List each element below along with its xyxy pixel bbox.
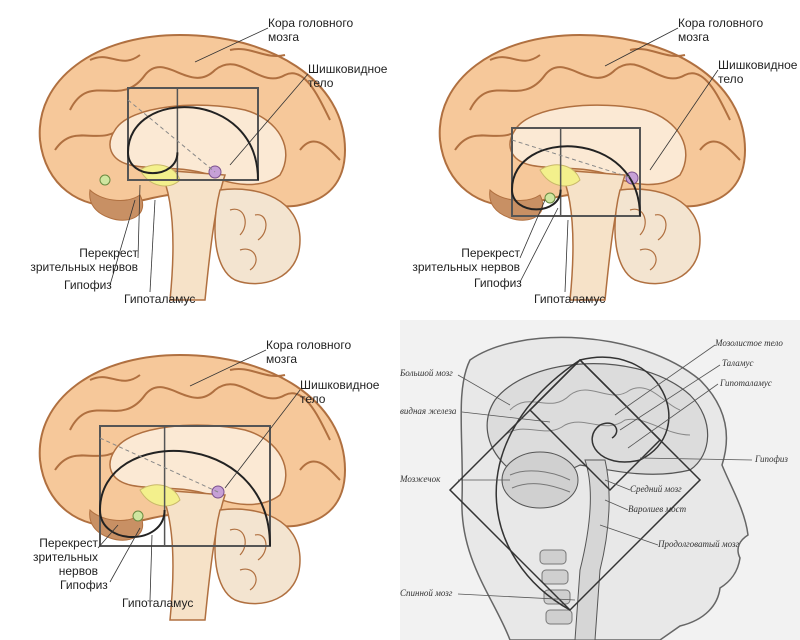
brain-panel-3: Кора головного мозга Шишковидное тело Пе…: [0, 320, 400, 640]
label-pineal: Шишковидное тело: [300, 378, 380, 406]
label-leader-line: [229, 73, 309, 166]
label-leader-line: [109, 527, 141, 583]
sketch-label-spinal-cord: Спинной мозг: [400, 588, 453, 598]
brain-illustration: [38, 349, 347, 621]
label-chiasm: Перекрест зрительных нервов: [32, 536, 98, 578]
sketch-label-midbrain: Средний мозг: [630, 484, 682, 494]
label-leader-line: [194, 27, 269, 63]
brain-illustration: [438, 27, 747, 301]
label-pituitary: Гипофиз: [474, 276, 522, 290]
sketch-label-corpus-callosum: Мозолистое тело: [715, 338, 783, 348]
sketch-label-pineal: видная железа: [400, 406, 457, 416]
label-leader-line: [224, 389, 301, 489]
label-leader-line: [149, 199, 156, 293]
label-leader-line: [519, 207, 559, 283]
label-leader-line: [149, 534, 153, 601]
label-leader-line: [564, 219, 569, 293]
label-hypothalamus: Гипоталамус: [122, 596, 194, 610]
brain-panel-1: Кора головного мозга Шишковидное тело Пе…: [0, 0, 400, 320]
brain-panel-2: Кора головного мозга Шишковидное тело Пе…: [400, 0, 800, 320]
label-leader-line: [649, 69, 719, 171]
sketch-label-cerebellum: Мозжечок: [400, 474, 441, 484]
label-leader-line: [137, 184, 141, 259]
label-pineal: Шишковидное тело: [308, 62, 388, 90]
sketch-label-hypothalamus: Гипоталамус: [720, 378, 772, 388]
label-hypothalamus: Гипоталамус: [124, 292, 196, 306]
sketch-label-pons: Варолиев мост: [628, 504, 687, 514]
label-chiasm: Перекрест зрительных нервов: [30, 246, 138, 274]
label-cortex: Кора головного мозга: [678, 16, 764, 44]
label-chiasm: Перекрест зрительных нервов: [412, 246, 520, 274]
label-pituitary: Гипофиз: [60, 578, 108, 592]
label-leader-line: [519, 199, 546, 259]
label-leader-line: [109, 199, 136, 286]
sketch-label-cerebrum: Большой мозг: [400, 368, 453, 378]
label-cortex: Кора головного мозга: [268, 16, 354, 44]
sketch-panel: Большой мозг видная железа Мозжечок Спин…: [400, 320, 800, 640]
label-hypothalamus: Гипоталамус: [534, 292, 606, 306]
head-sketch: [400, 320, 800, 640]
sketch-label-thalamus: Таламус: [722, 358, 754, 368]
label-pituitary: Гипофиз: [64, 278, 112, 292]
sketch-label-medulla: Продолговатый мозг: [658, 539, 739, 549]
label-leader-line: [604, 27, 679, 67]
label-leader-line: [189, 349, 267, 387]
label-pineal: Шишковидное тело: [718, 58, 798, 86]
brain-illustration: [38, 27, 347, 301]
sketch-label-pituitary: Гипофиз: [755, 454, 788, 464]
label-cortex: Кора головного мозга: [266, 338, 352, 366]
label-leader-line: [97, 524, 119, 549]
